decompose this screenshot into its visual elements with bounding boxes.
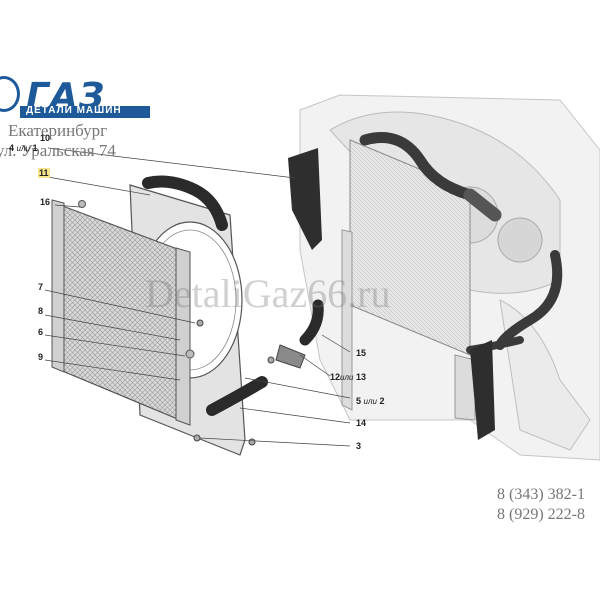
callout-16: 16 (40, 197, 51, 207)
radiator-installed (341, 139, 476, 421)
hose-tee-fitting (275, 344, 306, 369)
callout-5-or-2: 5 или 2 (356, 396, 384, 406)
callout-leaders (44, 147, 351, 447)
radiator-core (51, 199, 195, 426)
or-label: или (340, 373, 354, 382)
callout-4: 4 (9, 143, 15, 153)
air-deflector-left (288, 148, 322, 250)
hose-right-upper (299, 299, 324, 346)
hose-upper (142, 175, 228, 231)
phone-number-1: 8 (343) 382-1 (497, 486, 585, 503)
hose-lower (206, 376, 268, 416)
callout-11-text: 11 (38, 168, 50, 178)
watermark: DetaliGaz66.ru (145, 271, 391, 316)
logo-subtitle: ДЕТАЛИ МАШИН (26, 105, 122, 116)
callout-10: 10 (40, 133, 51, 143)
callout-3: 3 (356, 441, 362, 451)
logo-band (20, 106, 150, 118)
callout-13: 13 (355, 372, 366, 382)
gaz-emblem-icon (0, 76, 20, 112)
callout-8: 8 (38, 306, 44, 316)
callout-14: 14 (356, 418, 367, 428)
or-label: или (16, 144, 30, 153)
address-city: Екатеринбург (8, 121, 108, 140)
phone-number-2: 8 (929) 222-8 (497, 506, 585, 523)
callout-2: 2 (379, 396, 385, 406)
callout-12: 12 (330, 372, 341, 382)
callout-5: 5 (356, 396, 362, 406)
callout-7: 7 (38, 282, 44, 292)
address-street: ул. Уральская 74 (0, 141, 116, 160)
callout-11: 11 (38, 168, 50, 178)
callout-9: 9 (38, 352, 44, 362)
air-deflector-right (470, 340, 495, 440)
callout-1: 1 (32, 143, 38, 153)
callout-4-or-1: 4 или 1 (9, 143, 37, 153)
or-label: или (363, 397, 377, 406)
callout-12-or-13: 12или 13 (330, 372, 366, 382)
callout-15: 15 (356, 348, 367, 358)
callout-6: 6 (38, 327, 44, 337)
